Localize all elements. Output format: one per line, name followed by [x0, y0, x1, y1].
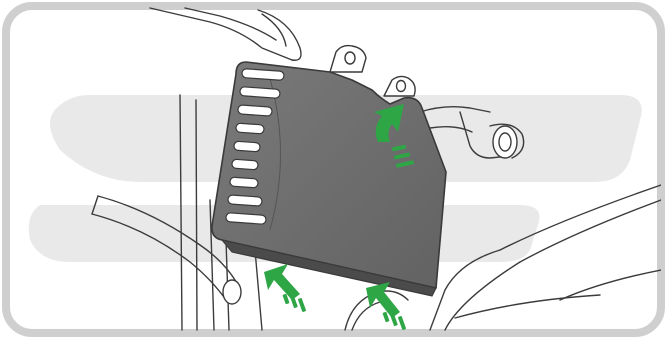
- illustration-canvas: [0, 0, 670, 343]
